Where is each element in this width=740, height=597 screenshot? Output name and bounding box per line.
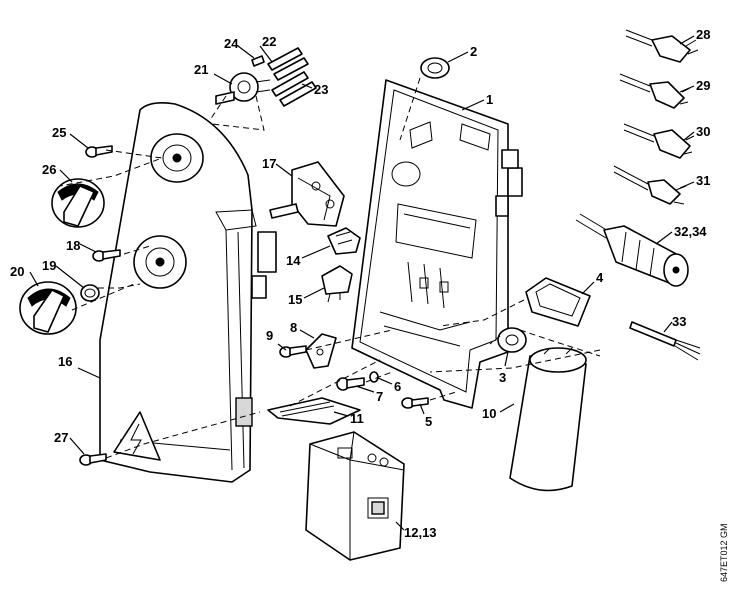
callout-labels: 1 2 3 4 5 6 7 8 9 10 11 12,13 14 15 16 1… [10, 27, 710, 540]
capacitor-part-10 [509, 347, 587, 492]
callout-26: 26 [42, 162, 56, 177]
cable-part-33 [629, 321, 701, 361]
connector-part-32-34 [575, 213, 689, 287]
grommet-part-3 [497, 327, 527, 353]
callout-21: 21 [194, 62, 208, 77]
callout-15: 15 [288, 292, 302, 307]
tube-part-23 [271, 71, 317, 107]
callout-27: 27 [54, 430, 68, 445]
sleeve-part-24 [251, 55, 265, 67]
callout-6: 6 [394, 379, 401, 394]
switch-part-17 [269, 161, 345, 227]
power-cord-part-30 [623, 123, 695, 159]
assembly-lines [59, 77, 601, 459]
callout-5: 5 [425, 414, 432, 429]
callout-23: 23 [314, 82, 328, 97]
grommet-part-2 [420, 57, 450, 79]
callout-31: 31 [696, 173, 710, 188]
callout-32-34: 32,34 [674, 224, 707, 239]
din-rail-part-11 [267, 397, 361, 425]
callout-30: 30 [696, 124, 710, 139]
callout-18: 18 [66, 238, 80, 253]
callout-14: 14 [286, 253, 301, 268]
callout-9: 9 [266, 328, 273, 343]
callout-2: 2 [470, 44, 477, 59]
callout-20: 20 [10, 264, 24, 279]
callout-11: 11 [350, 411, 364, 426]
diagram-code: 647ET012 GM [719, 523, 729, 582]
power-cord-part-29 [619, 73, 691, 109]
tube-part-22 [267, 47, 309, 81]
contactor-part-12-13 [305, 431, 405, 561]
callout-4: 4 [596, 270, 604, 285]
callout-24: 24 [224, 36, 239, 51]
callout-16: 16 [58, 354, 72, 369]
callout-3: 3 [499, 370, 506, 385]
housing-frame-part-1 [351, 79, 523, 409]
callout-22: 22 [262, 34, 276, 49]
callout-10: 10 [482, 406, 496, 421]
screw-part-9 [279, 345, 307, 358]
screw-part-7 [336, 377, 365, 391]
callout-28: 28 [696, 27, 710, 42]
callout-7: 7 [376, 389, 383, 404]
o-ring-part-19 [80, 284, 100, 302]
callout-17: 17 [262, 156, 276, 171]
callout-25: 25 [52, 125, 66, 140]
callout-12-13: 12,13 [404, 525, 437, 540]
callout-8: 8 [290, 320, 297, 335]
callout-33: 33 [672, 314, 686, 329]
leader-lines [29, 35, 695, 531]
screw-part-25 [85, 145, 113, 158]
callout-29: 29 [696, 78, 710, 93]
component-part-15 [321, 265, 353, 303]
gasket-part-4 [525, 277, 591, 327]
knob-part-26 [51, 178, 105, 228]
knob-part-20 [19, 281, 77, 335]
callout-1: 1 [486, 92, 493, 107]
screw-part-5 [401, 397, 429, 409]
power-cord-part-31 [613, 165, 687, 205]
screw-part-18 [92, 249, 121, 262]
screw-part-27 [79, 453, 107, 466]
power-cord-part-28 [625, 29, 699, 63]
bracket-part-8 [305, 333, 337, 369]
terminal-part-14 [327, 227, 361, 255]
callout-19: 19 [42, 258, 56, 273]
front-cover-part-16 [99, 102, 277, 483]
